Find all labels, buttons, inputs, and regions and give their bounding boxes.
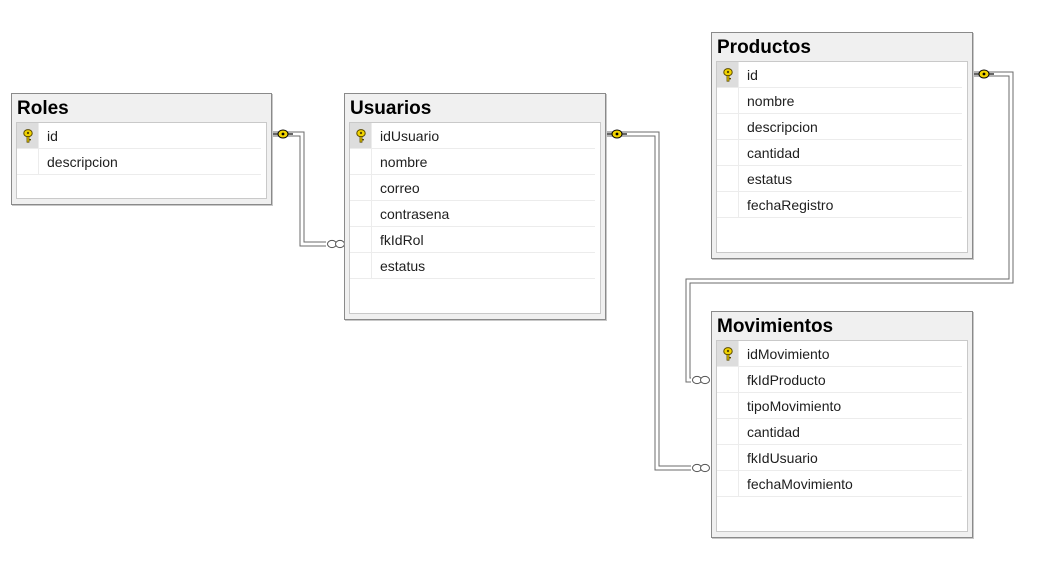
- table-title[interactable]: Movimientos: [717, 316, 834, 337]
- column-name: tipoMovimiento: [747, 397, 842, 414]
- infinity-end-icon: [692, 375, 710, 385]
- row-selector[interactable]: [717, 471, 739, 496]
- row-selector[interactable]: [717, 341, 739, 366]
- primary-key-icon: [722, 67, 734, 82]
- column-row[interactable]: id: [17, 123, 261, 149]
- relationship-line-productos-movimientos[interactable]: [685, 71, 1014, 383]
- column-row[interactable]: descripcion: [17, 149, 261, 175]
- column-row[interactable]: idMovimiento: [717, 341, 962, 367]
- column-row[interactable]: id: [717, 62, 962, 88]
- key-end-icon: [272, 129, 293, 139]
- relationship-line-usuarios-movimientos[interactable]: [606, 131, 691, 471]
- column-row[interactable]: fechaMovimiento: [717, 471, 962, 497]
- table-usuarios[interactable]: Usuarios idUsuario nombre correo contrasena f…: [344, 93, 606, 320]
- row-selector[interactable]: [717, 140, 739, 165]
- table-title[interactable]: Productos: [717, 37, 811, 58]
- row-selector[interactable]: [17, 123, 39, 148]
- table-columns-list: id nombre descripcion cantidad estatus fechaR…: [716, 61, 968, 253]
- row-selector[interactable]: [717, 166, 739, 191]
- column-name: idUsuario: [380, 127, 440, 144]
- table-productos[interactable]: Productos id nombre descripcion cantidad esta…: [711, 32, 973, 259]
- table-title[interactable]: Usuarios: [350, 98, 432, 119]
- column-name: id: [747, 66, 758, 83]
- row-selector[interactable]: [717, 114, 739, 139]
- column-row[interactable]: idUsuario: [350, 123, 595, 149]
- column-row[interactable]: nombre: [350, 149, 595, 175]
- column-name: descripcion: [47, 153, 118, 170]
- row-selector[interactable]: [350, 175, 372, 200]
- table-columns-list: idUsuario nombre correo contrasena fkIdRol es…: [349, 122, 601, 314]
- column-row[interactable]: fkIdRol: [350, 227, 595, 253]
- column-name: correo: [380, 179, 420, 196]
- column-name: fechaRegistro: [747, 196, 834, 213]
- column-row[interactable]: nombre: [717, 88, 962, 114]
- column-name: descripcion: [747, 118, 818, 135]
- column-row[interactable]: estatus: [717, 166, 962, 192]
- column-name: idMovimiento: [747, 345, 830, 362]
- row-selector[interactable]: [717, 62, 739, 87]
- column-name: contrasena: [380, 205, 450, 222]
- row-selector[interactable]: [350, 201, 372, 226]
- table-columns-list: id descripcion: [16, 122, 267, 199]
- key-end-icon: [973, 69, 994, 79]
- row-selector[interactable]: [717, 445, 739, 470]
- row-selector[interactable]: [350, 123, 372, 148]
- infinity-end-icon: [692, 463, 710, 473]
- column-row[interactable]: cantidad: [717, 419, 962, 445]
- column-name: fechaMovimiento: [747, 475, 853, 492]
- relationship-line-roles-usuarios[interactable]: [272, 131, 326, 247]
- table-movimientos[interactable]: Movimientos idMovimiento fkIdProducto tipoM…: [711, 311, 973, 538]
- column-row[interactable]: correo: [350, 175, 595, 201]
- column-row[interactable]: fkIdProducto: [717, 367, 962, 393]
- column-row[interactable]: descripcion: [717, 114, 962, 140]
- row-selector[interactable]: [17, 149, 39, 174]
- column-row[interactable]: contrasena: [350, 201, 595, 227]
- column-name: nombre: [747, 92, 795, 109]
- infinity-end-icon: [327, 239, 345, 249]
- table-title[interactable]: Roles: [17, 98, 69, 119]
- column-name: nombre: [380, 153, 428, 170]
- row-selector[interactable]: [350, 227, 372, 252]
- row-selector[interactable]: [717, 88, 739, 113]
- column-name: estatus: [380, 257, 426, 274]
- column-row[interactable]: estatus: [350, 253, 595, 279]
- row-selector[interactable]: [350, 253, 372, 278]
- key-end-icon: [606, 129, 627, 139]
- column-name: cantidad: [747, 144, 800, 161]
- column-row[interactable]: cantidad: [717, 140, 962, 166]
- primary-key-icon: [355, 128, 367, 143]
- row-selector[interactable]: [717, 419, 739, 444]
- column-name: estatus: [747, 170, 793, 187]
- row-selector[interactable]: [350, 149, 372, 174]
- primary-key-icon: [722, 346, 734, 361]
- column-row[interactable]: fechaRegistro: [717, 192, 962, 218]
- column-name: cantidad: [747, 423, 800, 440]
- column-name: fkIdProducto: [747, 371, 826, 388]
- column-name: fkIdRol: [380, 231, 424, 248]
- row-selector[interactable]: [717, 192, 739, 217]
- column-row[interactable]: tipoMovimiento: [717, 393, 962, 419]
- column-name: id: [47, 127, 58, 144]
- row-selector[interactable]: [717, 393, 739, 418]
- row-selector[interactable]: [717, 367, 739, 392]
- column-row[interactable]: fkIdUsuario: [717, 445, 962, 471]
- table-columns-list: idMovimiento fkIdProducto tipoMovimiento ca…: [716, 340, 968, 532]
- table-roles[interactable]: Roles id descripcion: [11, 93, 272, 205]
- column-name: fkIdUsuario: [747, 449, 818, 466]
- primary-key-icon: [22, 128, 34, 143]
